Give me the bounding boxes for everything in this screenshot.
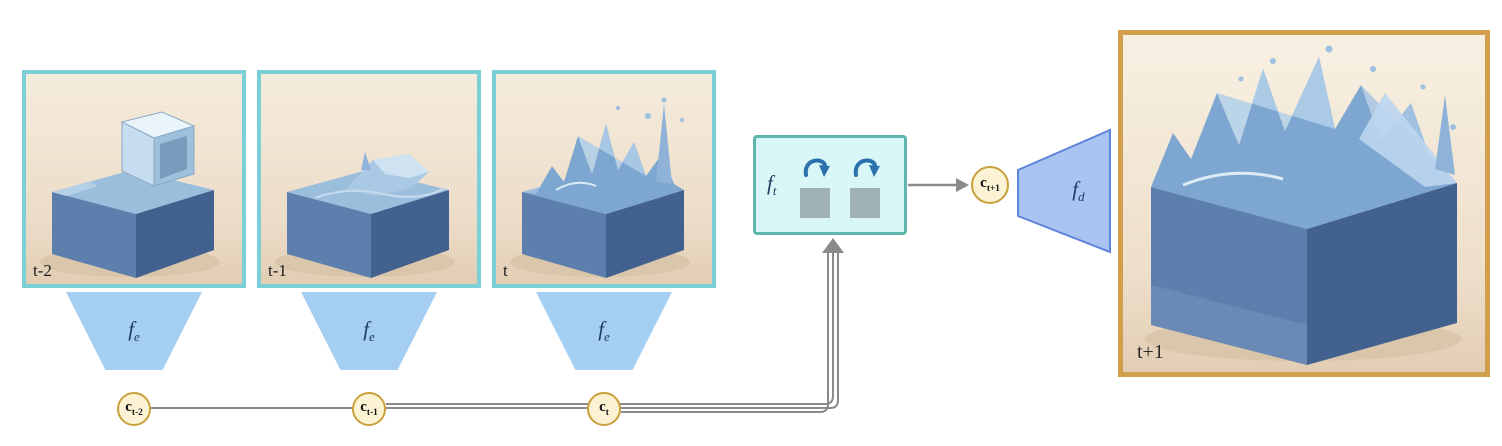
temporal-symbol-base: f (767, 170, 773, 195)
frame-time-label: t+1 (1137, 341, 1164, 363)
decoder-fd: fd (1016, 124, 1112, 258)
encoder-symbol-base: f (598, 316, 605, 341)
latent-code-ct: ct (587, 392, 621, 426)
code-label: ct (599, 398, 609, 418)
recurrence-loop-icon (853, 158, 880, 177)
input-frame-t: t (492, 70, 716, 288)
temporal-symbol-sub: t (772, 183, 777, 199)
input-frame-t-2: t-2 (22, 70, 246, 288)
decoder-symbol-base: f (1072, 176, 1079, 201)
code-label: ct-1 (360, 398, 378, 418)
frame-time-label: t-1 (268, 261, 287, 280)
code-symbol-base: c (980, 174, 987, 191)
fluid-render-t (496, 74, 712, 284)
input-frame-t-1: t-1 (257, 70, 481, 288)
encoder-symbol-base: f (363, 316, 370, 341)
decoder-trapezoid (1017, 128, 1111, 254)
temporal-module-label: ft (767, 170, 777, 199)
recurrent-cell-icon (850, 188, 880, 218)
decoder-label: fd (1045, 176, 1112, 205)
encoder-label: fe (598, 316, 610, 345)
code-symbol-sub: t+1 (986, 183, 1000, 194)
code-symbol-base: c (599, 398, 606, 415)
encoder-symbol-sub: e (604, 329, 610, 345)
code-flow-line (151, 252, 839, 409)
code-label: ct+1 (980, 174, 1000, 194)
code-flow-line (621, 252, 829, 413)
frame-time-label: t (503, 261, 508, 280)
latent-code-ct-1: ct-1 (352, 392, 386, 426)
code-label: ct-2 (125, 398, 143, 418)
frame-time-label: t-2 (33, 261, 52, 280)
code-symbol-sub: t-2 (131, 407, 143, 418)
encoder-symbol-sub: e (369, 329, 375, 345)
arrowhead-right-icon (956, 178, 969, 192)
recurrent-cell-icon (800, 188, 830, 218)
fluid-render-t-plus-1 (1123, 35, 1485, 372)
encoder-label: fe (363, 316, 375, 345)
recurrence-loop-icon (803, 158, 830, 177)
code-symbol-sub: t (605, 407, 609, 418)
code-symbol-sub: t-1 (366, 407, 378, 418)
encoder-symbol-sub: e (134, 329, 140, 345)
temporal-module-box: ft (753, 135, 907, 235)
decoder-symbol-sub: d (1078, 189, 1085, 205)
latent-code-ct-plus-1: ct+1 (971, 166, 1009, 204)
fluid-render-t-2 (26, 74, 242, 284)
code-symbol-base: c (125, 398, 132, 415)
fluid-render-t-1 (261, 74, 477, 284)
encoder-symbol-base: f (128, 316, 135, 341)
output-frame-t-plus-1: t+1 (1118, 30, 1490, 377)
arrowhead-up-icon (822, 238, 844, 253)
encoder-label: fe (128, 316, 140, 345)
latent-code-ct-2: ct-2 (117, 392, 151, 426)
code-flow-line (386, 252, 834, 405)
code-symbol-base: c (360, 398, 367, 415)
